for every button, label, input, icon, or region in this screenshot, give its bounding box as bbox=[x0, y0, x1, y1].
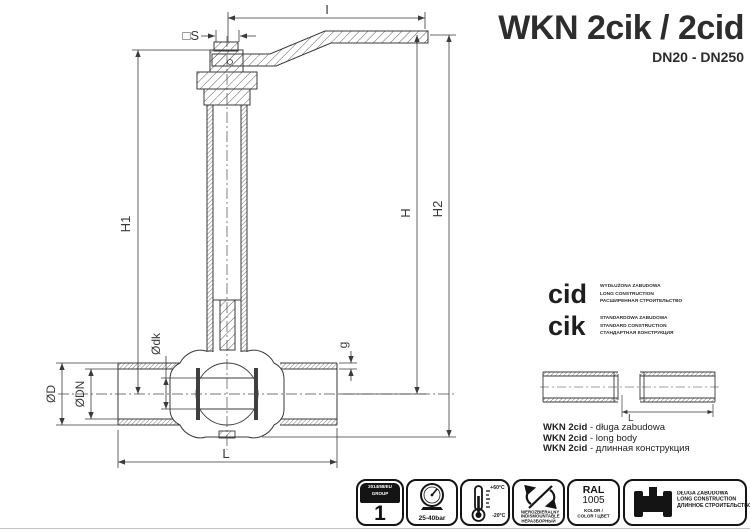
dim-label-s: □S bbox=[182, 28, 199, 43]
badge-ral-color: RAL 1005 KOLOR / COLOR / ЦВЕТ bbox=[567, 479, 620, 526]
badge-temperature: +60°C -20°C bbox=[460, 479, 510, 526]
ped-group-word: GROUP bbox=[371, 492, 389, 497]
caption-ru: WKN 2cid - длинная конструкция bbox=[543, 443, 690, 454]
ral-code: 1005 bbox=[582, 495, 605, 506]
badge-pressure: 25-40bar bbox=[406, 479, 458, 526]
pressure-range-label: 25-40bar bbox=[418, 515, 446, 522]
variant-cik-code: cik bbox=[548, 311, 586, 341]
indismountable-labels: NIEROZBIERALNY INDISMOUNTABLE НЕРАЗБОРНЫ… bbox=[520, 510, 560, 524]
dim-label-g: g bbox=[336, 342, 350, 349]
variant-cid-line-ru: РАСШИРЕННАЯ СТРОИТЕЛЬСТВО bbox=[600, 299, 683, 304]
ped-directive-box: 2014/68/EU GROUP bbox=[360, 483, 400, 503]
long-construction-labels: DŁUGA ZABUDOWA LONG CONSTRUCTION ДЛИННОЕ… bbox=[677, 491, 750, 509]
temp-max-label: +60°C bbox=[490, 485, 505, 491]
ped-directive: 2014/68/EU bbox=[368, 485, 392, 490]
dim-label-l: L bbox=[222, 446, 229, 461]
dim-label-odn: ØDN bbox=[73, 381, 87, 408]
dim-label-od: ØD bbox=[44, 385, 58, 403]
pressure-gauge-icon bbox=[420, 483, 444, 510]
badge-ped-group: 2014/68/EU GROUP 1 bbox=[356, 479, 404, 526]
page-subtitle: DN20 - DN250 bbox=[652, 49, 744, 65]
technical-drawing: I □S H1 H H2 ØD ØDN Ødk g L bbox=[44, 2, 456, 468]
variant-cid: cid WYDŁUŻONA ZABUDOWA LONG CONSTRUCTION… bbox=[548, 279, 703, 309]
temp-min-label: -20°C bbox=[491, 513, 505, 519]
variant-cid-line-pl: WYDŁUŻONA ZABUDOWA bbox=[600, 284, 661, 289]
variant-cid-line-en: LONG CONSTRUCTION bbox=[600, 291, 654, 297]
mini-dim-label-l: L bbox=[628, 413, 634, 423]
variant-cik: cik STANDARDOWA ZABUDOWA STANDARD CONSTR… bbox=[548, 311, 692, 341]
dim-label-odk: Ødk bbox=[149, 332, 163, 355]
non-dismountable-icon bbox=[524, 484, 557, 510]
caption-pl: WKN 2cid - długa zabudowa bbox=[543, 422, 665, 433]
header: WKN 2cik / 2cid DN20 - DN250 bbox=[498, 10, 744, 65]
valve-silhouette-icon bbox=[634, 487, 672, 517]
dim-label-h1: H1 bbox=[118, 216, 133, 233]
badge-indismountable: NIEROZBIERALNY INDISMOUNTABLE НЕРАЗБОРНЫ… bbox=[512, 479, 565, 526]
thermometer-icon bbox=[471, 485, 490, 522]
dim-label-h: H bbox=[398, 208, 413, 217]
variant-cik-line-ru: СТАНДАРТНАЯ КОНСТРУКЦИЯ bbox=[600, 331, 674, 336]
caption-en: WKN 2cid - long body bbox=[543, 432, 637, 444]
badge-long-construction: DŁUGA ZABUDOWA LONG CONSTRUCTION ДЛИННОЕ… bbox=[623, 479, 750, 526]
dimension-lines bbox=[56, 12, 456, 468]
ped-group-number: 1 bbox=[374, 502, 386, 525]
page-title: WKN 2cik / 2cid bbox=[498, 9, 744, 47]
lever-handle bbox=[211, 30, 429, 67]
bottom-rule bbox=[0, 528, 750, 529]
variant-cik-line-en: STANDARD CONSTRUCTION bbox=[600, 323, 667, 329]
long-body-drawing: L bbox=[540, 371, 720, 423]
ral-name: RAL bbox=[582, 484, 605, 496]
dim-label-h2: H2 bbox=[430, 201, 445, 218]
variant-cik-line-pl: STANDARDOWA ZABUDOWA bbox=[600, 316, 668, 321]
dim-label-i: I bbox=[325, 2, 329, 17]
variant-cid-code: cid bbox=[548, 279, 588, 309]
long-body-captions: WKN 2cid - długa zabudowa WKN 2cid - lon… bbox=[543, 422, 690, 455]
ral-color-labels: KOLOR / COLOR / ЦВЕТ bbox=[577, 509, 610, 519]
